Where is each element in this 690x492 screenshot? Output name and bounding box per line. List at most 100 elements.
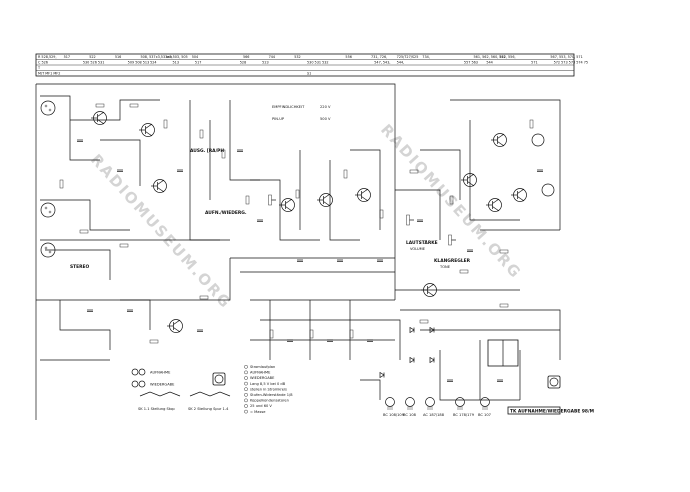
legend-line: stellen in Stromkreis [250, 387, 287, 391]
capacitor-icon [497, 379, 503, 382]
potentiometer-icon [406, 214, 414, 226]
transistor-icon [486, 198, 502, 212]
legend-line: AUFNAHME [250, 371, 271, 375]
output-socket-icon [541, 183, 555, 197]
header-cell: S1 [307, 72, 311, 76]
transistor-pinout-icon [480, 397, 490, 407]
resistor-icon [499, 303, 509, 308]
header-cell: 522 [89, 55, 95, 59]
legend-line: 25 und 60 V [250, 404, 272, 408]
label-lautstaerke: LAUTSTÄRKE [406, 239, 438, 246]
resistor-icon [245, 195, 250, 205]
header-cell: 547, 543, [374, 61, 390, 65]
resistor-icon [95, 103, 105, 108]
resistor-icon [459, 269, 469, 274]
transistor-pinout-icon [385, 397, 395, 407]
transistor-icon [355, 188, 371, 202]
resistor-icon [149, 339, 159, 344]
switch-diagrams: SK 1.1 Stellung Stop SK 2 Stellung Spur … [138, 391, 231, 411]
record-play-keys: AUFNAHME WIEDERGABE [131, 368, 175, 388]
resistor-icon [199, 129, 204, 139]
transistor-type-label: BC 108/109 [383, 413, 405, 417]
header-cell: T [37, 66, 41, 70]
capacitor-icon [447, 379, 453, 382]
transistor-icon [151, 179, 167, 193]
legend-line: Stufen-Widerstände 1/8 [250, 393, 293, 397]
header-cell: 572 573 573 574 75 [554, 61, 589, 65]
header-cell: 744 [269, 55, 275, 59]
diode-icon [429, 356, 435, 364]
transistor-type-label: BC 107 [478, 413, 491, 417]
logo-seal-right [547, 375, 561, 389]
header-cell: xxx [166, 55, 172, 59]
transistors [91, 111, 527, 333]
label-ausgang: AUSG. [RA/PH [190, 148, 224, 154]
header-cell: 528 [240, 61, 246, 65]
capacitor-icon [177, 169, 183, 172]
transformer-icon [487, 339, 519, 367]
transistor-icon [139, 123, 155, 137]
header-cell: 561, 562, 560, 562, 556, [474, 55, 516, 59]
label-wiedergabe: WIEDERGABE [150, 383, 175, 387]
note-pin-up: PIN-UP [272, 117, 285, 121]
transistor-type-label: BC 108 [403, 413, 417, 417]
resistor-icon [409, 169, 419, 174]
capacitor-icon [257, 219, 263, 222]
legend-line: Koppelkondensatoren [250, 399, 289, 403]
resistor-icon [163, 119, 168, 129]
capacitor-icon [377, 259, 383, 262]
label-aufnahme: AUFNAHME [150, 371, 171, 375]
transistor-icon [421, 283, 437, 297]
resistor-icon [343, 169, 348, 179]
resistor-icon [79, 229, 89, 234]
resistor-icon [129, 103, 139, 108]
diode-icon [409, 326, 415, 334]
transistor-icon [511, 188, 527, 202]
output-socket-icon [531, 133, 545, 147]
header-cell: 509 508 513 [128, 61, 150, 65]
transistor-pinout-icon [455, 397, 465, 407]
header-cell: M/T MF1 MF2 [38, 72, 60, 76]
capacitor-icon [197, 329, 203, 332]
switch-2-caption: SK 2 Stellung Spur 1-4 [188, 407, 229, 411]
header-cell: 530 531 532 [307, 61, 329, 65]
switch-1-caption: SK 1.1 Stellung Stop [138, 407, 175, 411]
legend-line: Lang 8,5 V bei 0 dB [250, 382, 286, 386]
capacitor-icon [327, 339, 333, 342]
resistor-icon [349, 329, 354, 339]
transistor-icon [491, 133, 507, 147]
capacitor-icon [367, 339, 373, 342]
label-stereo: STEREO [70, 264, 90, 270]
capacitor-icon [537, 169, 543, 172]
resistor-icon [269, 329, 274, 339]
resistor-icon [199, 295, 209, 300]
header-cell: 571 [531, 61, 537, 65]
diode-icon [379, 371, 385, 379]
label-lautstaerke-sub: VOLUME [410, 247, 426, 251]
potentiometer-icon [448, 234, 456, 246]
capacitor-icon [117, 169, 123, 172]
connector-socket-icon [40, 202, 56, 218]
watermark-left: RADIOMUSEUM.ORG [87, 151, 235, 313]
note-voltage-500: 500 V [320, 117, 331, 121]
connector-socket-icon [40, 100, 56, 116]
transistor-icon [167, 319, 183, 333]
transistor-type-label: BC 178/179 [453, 413, 475, 417]
transistor-pinout-icon [425, 397, 435, 407]
capacitor-icon [337, 259, 343, 262]
resistor-icon [499, 249, 509, 254]
caption-box [507, 406, 561, 415]
capacitor-icon [127, 309, 133, 312]
header-cell: 523 [262, 61, 268, 65]
diode-icon [429, 326, 435, 334]
resistor-icon [119, 243, 129, 248]
resistor-icon [295, 189, 300, 199]
transistor-icon [461, 173, 477, 187]
circuit-wiring [40, 95, 561, 401]
bottom-right-caption: TK AUFNAHME/WIEDERGABE 98/M [510, 409, 594, 415]
label-klangregler: KLANGREGLER [434, 258, 471, 264]
header-cell: 532 [294, 55, 300, 59]
